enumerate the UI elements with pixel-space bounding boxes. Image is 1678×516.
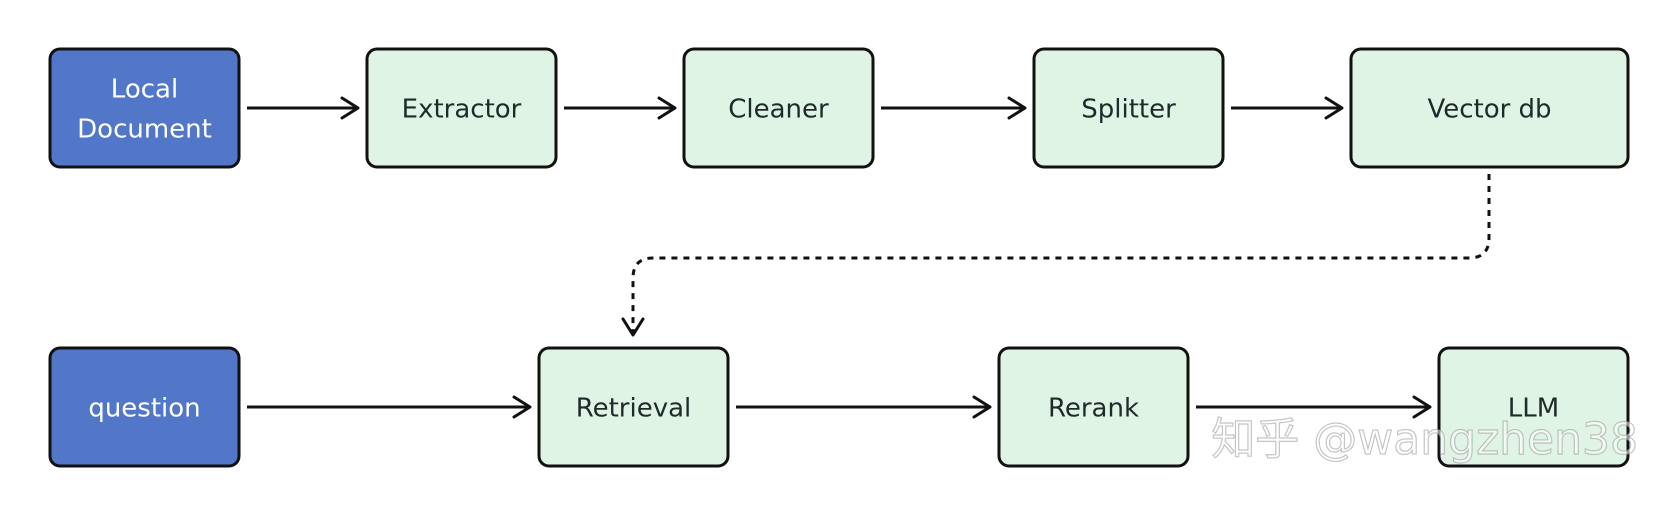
edges: [247, 96, 1491, 419]
watermark-text: 知乎 @wangzhen38: [1211, 414, 1638, 465]
edge-vector-db-to-retrieval: [621, 174, 1491, 337]
node-cleaner: Cleaner: [682, 47, 875, 169]
node-local-document: Local Document: [48, 47, 241, 169]
node-local-document-label-line2: Document: [77, 115, 212, 145]
node-extractor-label: Extractor: [402, 95, 522, 125]
node-rerank-label: Rerank: [1048, 394, 1139, 424]
node-retrieval: Retrieval: [537, 346, 730, 468]
node-llm: LLM: [1437, 346, 1630, 468]
node-splitter: Splitter: [1032, 47, 1225, 169]
node-retrieval-label: Retrieval: [576, 394, 692, 424]
node-cleaner-label: Cleaner: [728, 95, 829, 125]
node-question-label: question: [88, 394, 200, 424]
node-splitter-label: Splitter: [1081, 95, 1176, 125]
node-vector-db-label: Vector db: [1427, 95, 1551, 125]
node-vector-db: Vector db: [1349, 47, 1630, 169]
node-local-document-label-line1: Local: [111, 75, 178, 105]
node-rerank: Rerank: [997, 346, 1190, 468]
node-question: question: [48, 346, 241, 468]
node-llm-label: LLM: [1508, 394, 1559, 424]
node-extractor: Extractor: [365, 47, 558, 169]
